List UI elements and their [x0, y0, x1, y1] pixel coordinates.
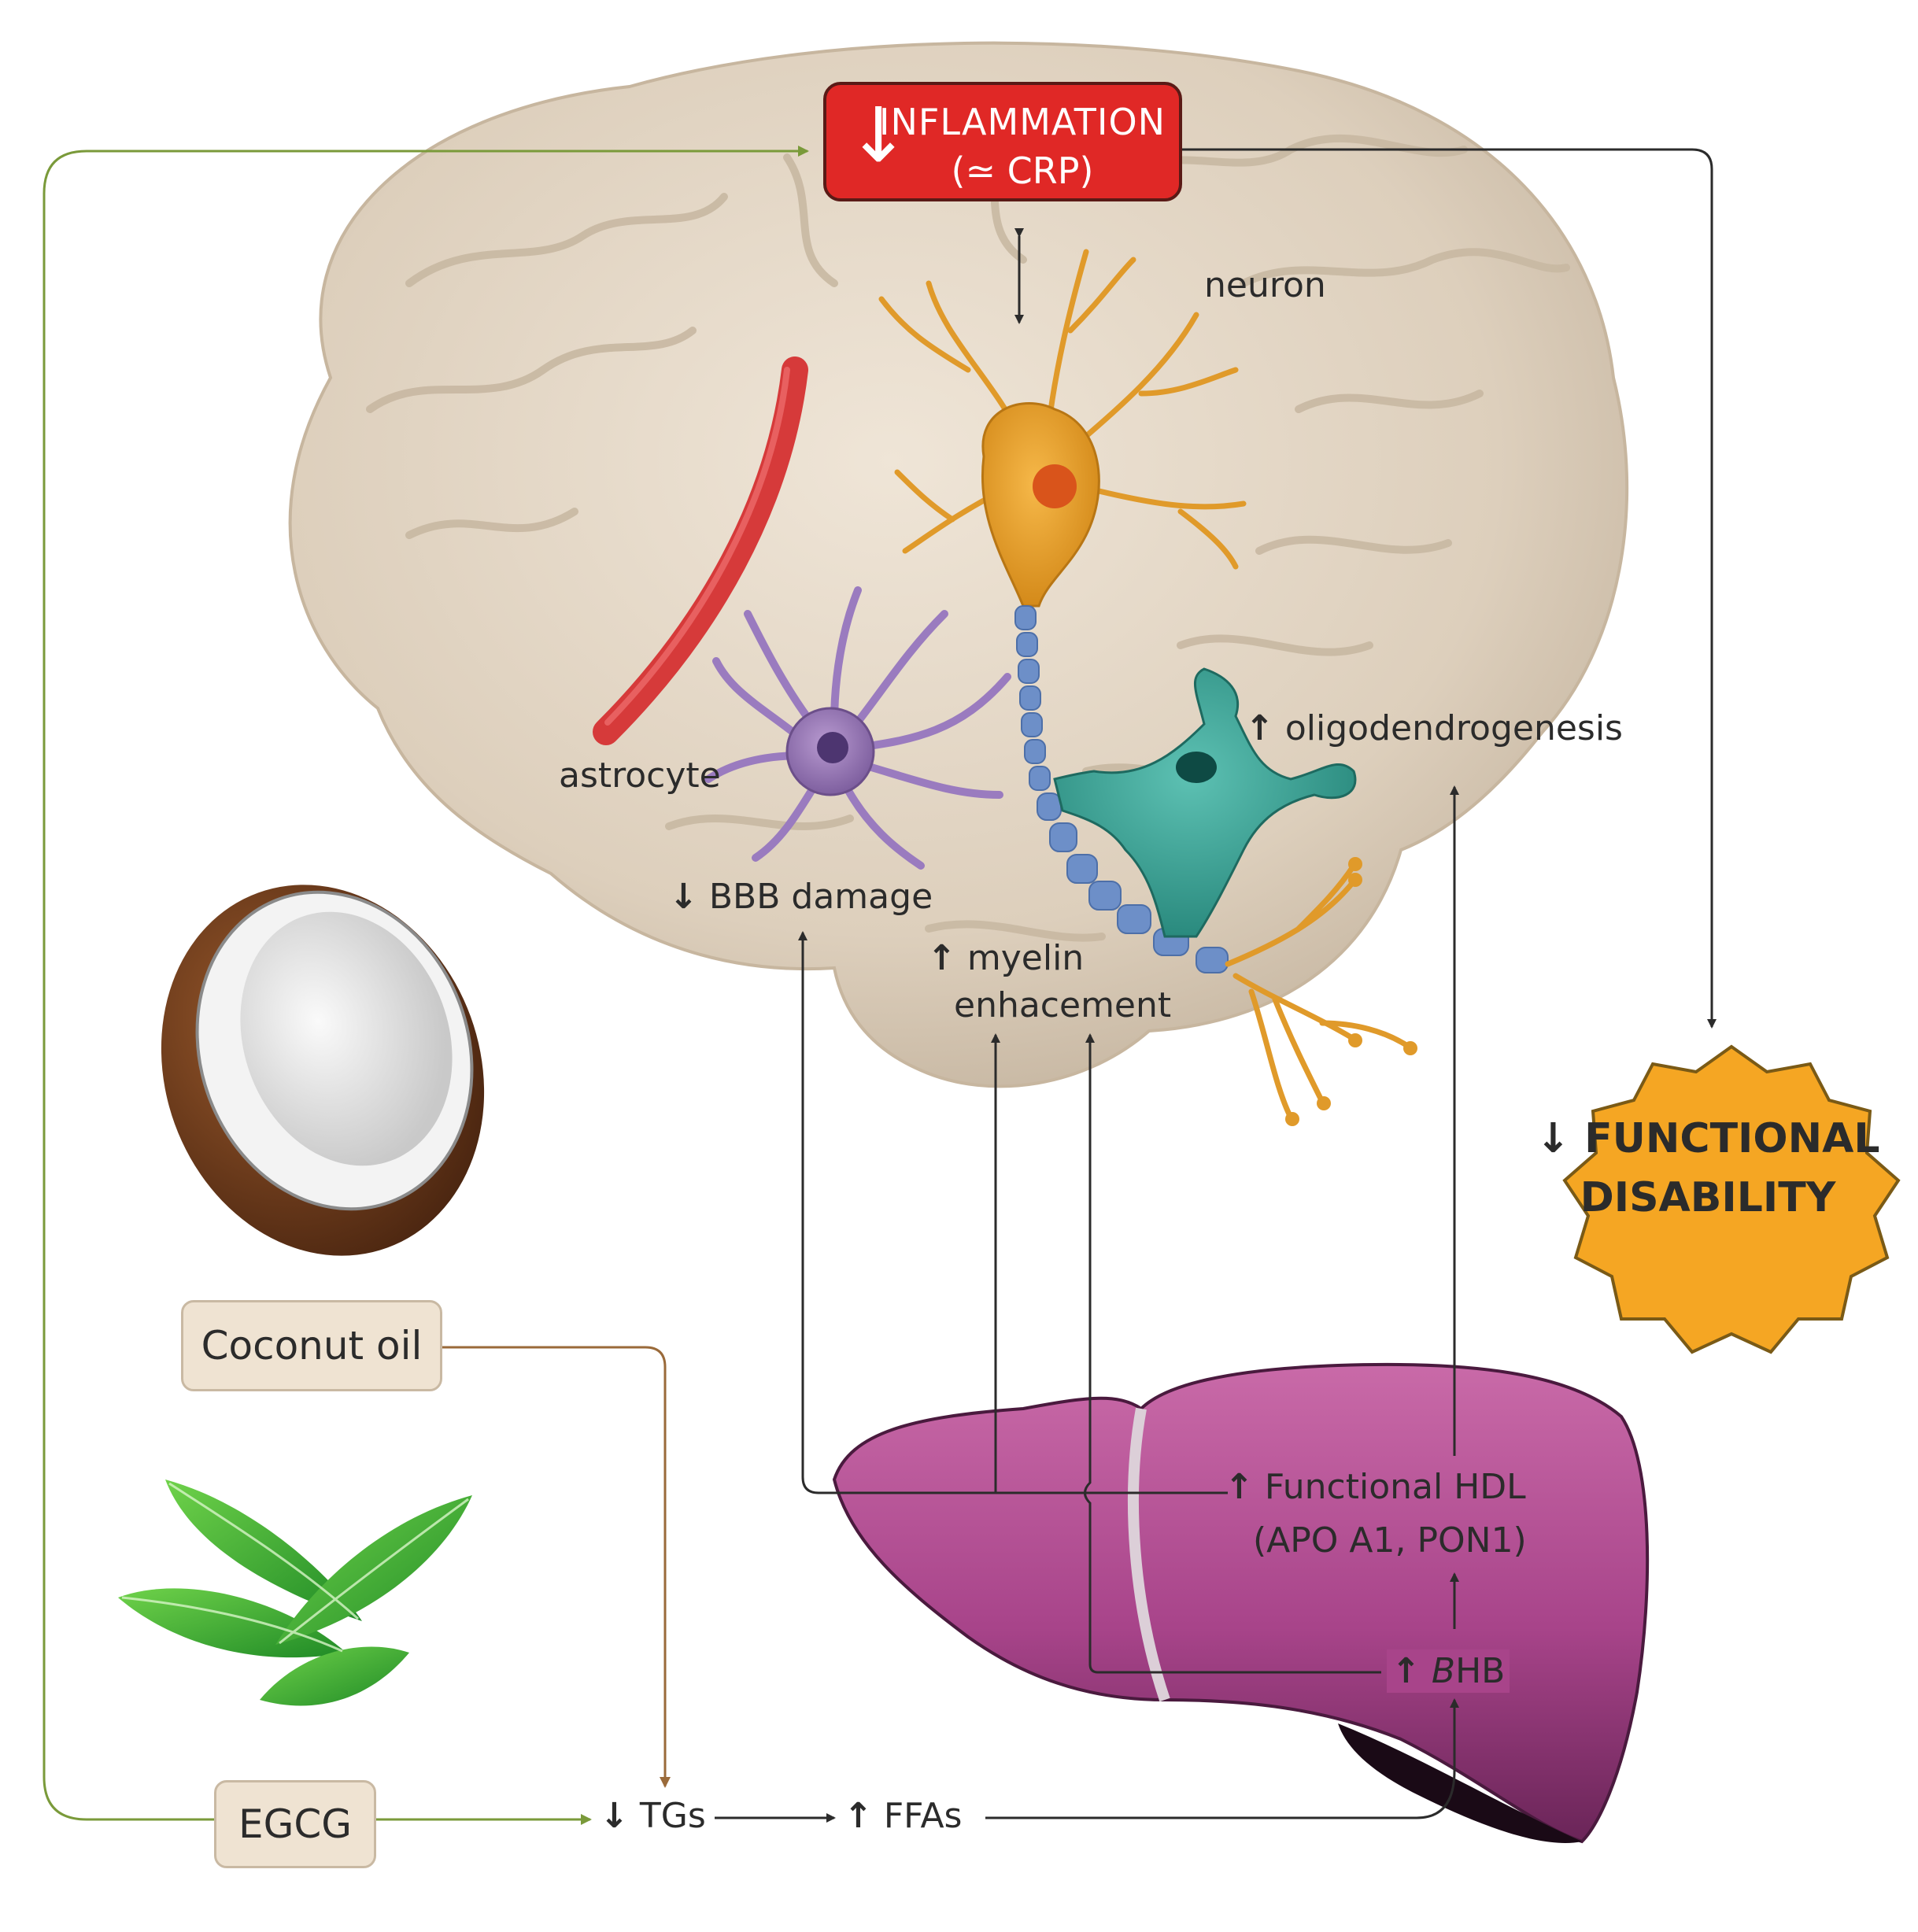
- egcg-box: EGCG: [214, 1780, 376, 1868]
- neuron-cell: [878, 249, 1417, 1126]
- down-arrow-icon: ↓: [600, 1796, 629, 1836]
- neuron-label: neuron: [1204, 265, 1326, 305]
- functional-disability-label: ↓ FUNCTIONAL DISABILITY: [1536, 1115, 1880, 1222]
- bhb-label: ↑ BHB: [1387, 1649, 1510, 1693]
- oligodendrogenesis-label: ↑ oligodendrogenesis: [1245, 708, 1623, 748]
- oligodendrocyte-cell: [1053, 667, 1357, 938]
- functional-hdl-label: ↑ Functional HDL: [1225, 1467, 1526, 1507]
- coconut-oil-box: Coconut oil: [181, 1300, 442, 1391]
- myelin-label-line2: enhacement: [954, 985, 1172, 1025]
- tgs-label: ↓ TGs: [600, 1796, 706, 1836]
- coconut-illustration: [161, 885, 485, 1256]
- up-arrow-icon: ↑: [1245, 708, 1274, 748]
- liver-illustration: [832, 1362, 1650, 1844]
- astrocyte-label: astrocyte: [559, 755, 721, 796]
- inflammation-title: INFLAMMATION: [878, 101, 1166, 143]
- up-arrow-icon: ↑: [927, 938, 956, 978]
- green-tea-leaves-illustration: [118, 1479, 472, 1706]
- functional-disability-badge: [1562, 1044, 1901, 1354]
- down-arrow-icon: ↓: [669, 877, 698, 917]
- inflammation-down-arrow: ↓: [847, 91, 911, 179]
- hdl-components-label: (APO A1, PON1): [1253, 1520, 1527, 1561]
- up-arrow-icon: ↑: [1391, 1651, 1421, 1691]
- ffas-label: ↑ FFAs: [844, 1796, 963, 1836]
- up-arrow-icon: ↑: [844, 1796, 873, 1836]
- up-arrow-icon: ↑: [1225, 1467, 1254, 1507]
- bbb-damage-label: ↓ BBB damage: [669, 877, 933, 917]
- astrocyte-cell: [704, 586, 1011, 870]
- inflammation-box: ↓ INFLAMMATION (≃ CRP): [823, 82, 1182, 201]
- inflammation-subtitle: (≃ CRP): [951, 150, 1094, 192]
- myelin-label: ↑ myelin: [927, 938, 1085, 978]
- down-arrow-icon: ↓: [1536, 1115, 1571, 1162]
